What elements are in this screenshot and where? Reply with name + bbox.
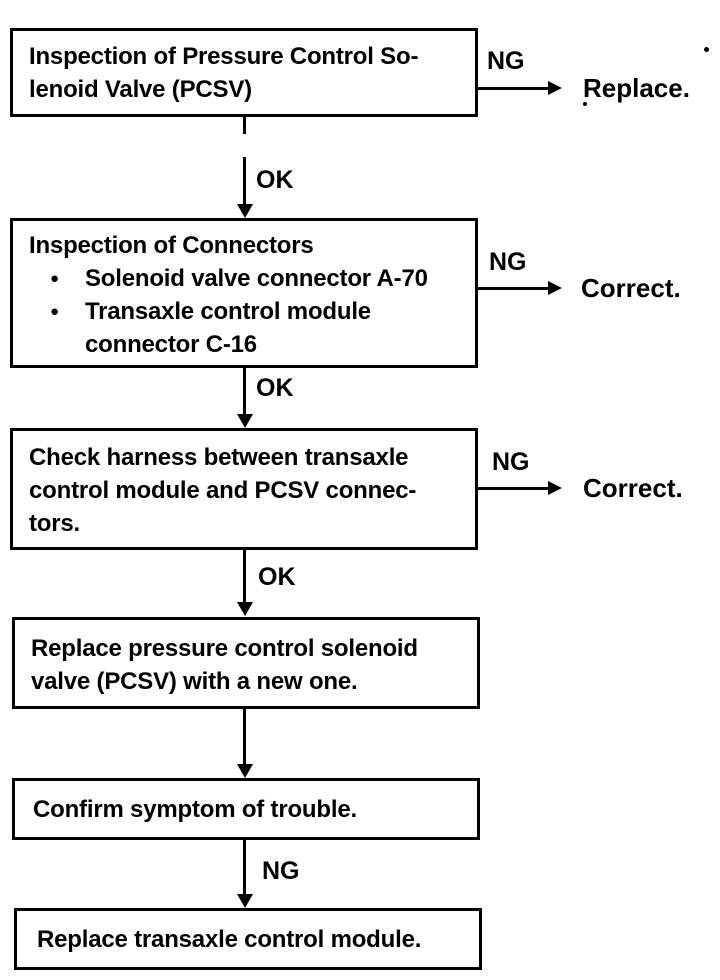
bullet-text: Solenoid valve connector A-70 [85,265,428,292]
bullet-icon: ● [50,303,59,320]
arrow-down-icon [237,414,253,428]
arrow-down-icon [237,764,253,778]
connector-label-ok: OK [256,166,294,194]
bullet-item: ● Solenoid valve connector A-70 [29,262,463,295]
connector-line [243,117,246,134]
step-text: Check harness between transaxle control … [29,444,417,537]
branch-line [478,87,548,90]
bullet-text: Transaxle control module connector C-16 [85,298,371,358]
branch-result: Replace. [583,73,690,103]
branch-label-ng: NG [487,47,525,75]
connector-line [243,709,246,764]
arrow-down-icon [237,894,253,908]
arrow-down-icon [237,204,253,218]
step-box-connector-inspection: Inspection of Connectors ● Solenoid valv… [10,218,478,368]
connector-label-ng: NG [262,857,300,885]
connector-line [243,368,246,414]
connector-line [243,157,246,205]
step-box-pcsv-inspection: Inspection of Pressure Control So- lenoi… [10,28,478,117]
arrow-right-icon [548,481,562,495]
scan-speck [583,102,587,106]
connector-label-ok: OK [256,374,294,402]
step-text: Replace pressure control solenoid valve … [31,635,418,695]
connector-line [243,840,246,894]
branch-line [478,487,548,490]
scan-speck [704,47,709,52]
branch-label-ng: NG [489,248,527,276]
branch-line [478,287,548,290]
branch-result: Correct. [581,273,681,303]
step-box-replace-pcsv: Replace pressure control solenoid valve … [12,617,480,709]
step-text: Confirm symptom of trouble. [33,796,357,823]
bullet-item: ● Transaxle control module connector C-1… [29,295,463,361]
branch-label-ng: NG [492,448,530,476]
connector-label-ok: OK [258,563,296,591]
step-box-harness-check: Check harness between transaxle control … [10,428,478,550]
arrow-right-icon [548,81,562,95]
step-box-confirm-symptom: Confirm symptom of trouble. [12,778,480,840]
step-box-replace-tcm: Replace transaxle control module. [14,908,482,970]
step-text: Inspection of Pressure Control So- lenoi… [29,43,419,103]
step-text: Replace transaxle control module. [37,926,422,953]
arrow-right-icon [548,281,562,295]
step-title: Inspection of Connectors [29,232,314,259]
bullet-icon: ● [50,270,59,287]
arrow-down-icon [237,602,253,616]
branch-result: Correct. [583,473,683,503]
connector-line [243,550,246,603]
